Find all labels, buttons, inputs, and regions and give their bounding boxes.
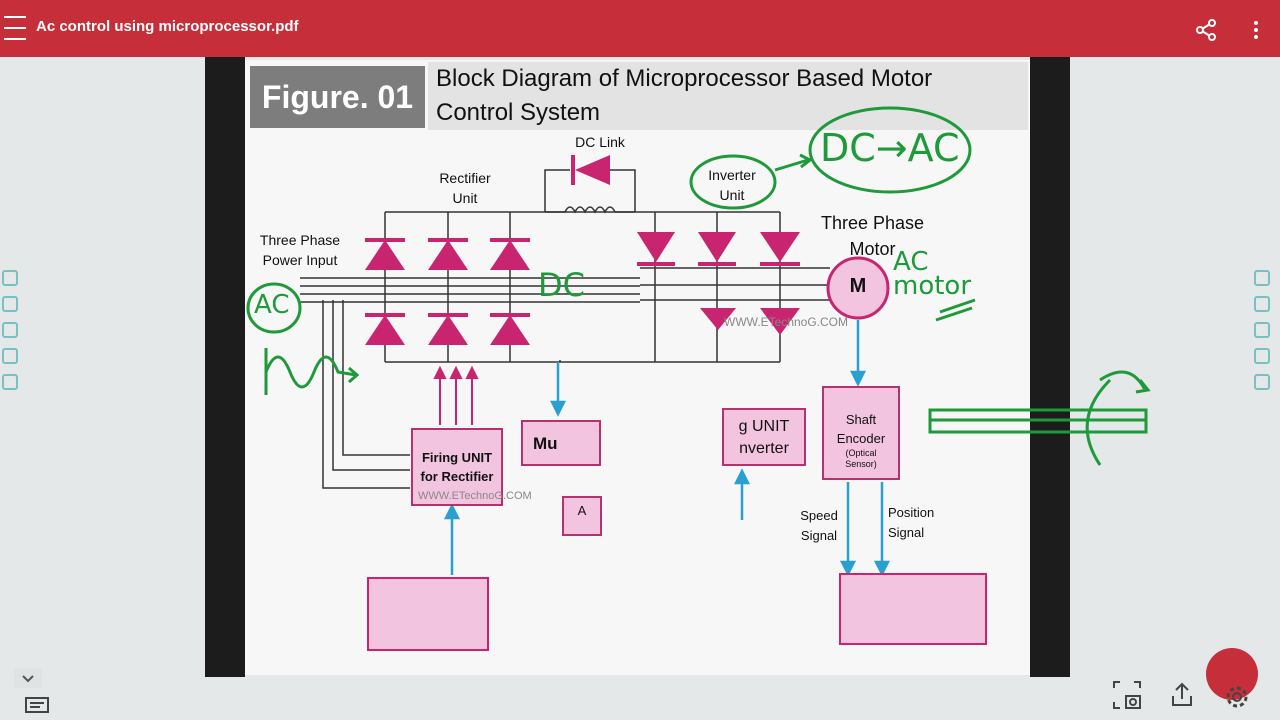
microprocessor-block-right [839, 573, 987, 645]
arrow-to-dc-ac [774, 158, 809, 172]
annotation-ac-motor: AC motor [893, 247, 972, 301]
comment-icon[interactable] [24, 696, 50, 718]
dc-link-label: DC Link [575, 134, 625, 150]
dc-link-diode [575, 155, 610, 185]
circuit-wires [300, 169, 830, 489]
more-vert-icon[interactable] [1248, 18, 1264, 42]
menu-icon[interactable] [4, 16, 26, 40]
motor-underline [935, 298, 976, 322]
rotation-arrow [1085, 370, 1151, 466]
chevron-down-icon[interactable] [14, 668, 42, 688]
thyristor [698, 232, 736, 262]
inverter-thyristors [637, 232, 800, 335]
position-signal-label: Position Signal [888, 505, 935, 540]
thyristor [700, 308, 736, 330]
pdf-page [245, 60, 1030, 675]
tool-icon[interactable] [2, 270, 18, 286]
thyristor [428, 315, 468, 345]
slide-frame-left [205, 57, 245, 677]
shaft-encoder-text: Shaft Encoder [836, 412, 886, 446]
thyristor [428, 240, 468, 270]
inverter-unit-label: Inverter Unit [708, 167, 756, 203]
firing-unit-inverter-box: g UNIT nverter [722, 408, 806, 466]
signal-arrows [443, 320, 891, 577]
thyristor [365, 240, 405, 270]
inverter-circle [689, 154, 777, 210]
watermark: WWW.ETechnoG.COM [724, 315, 849, 329]
annotation-ac: AC [254, 290, 290, 320]
microprocessor-block-left [367, 577, 489, 651]
motor-circle [826, 256, 890, 320]
optical-sensor-text: (Optical Sensor) [845, 448, 877, 469]
annotation-dc-to-ac: DC→AC [820, 126, 960, 170]
thyristor [637, 232, 675, 262]
undo-icon[interactable] [2, 348, 18, 364]
thyristor [760, 232, 800, 262]
home-icon[interactable] [1254, 322, 1270, 338]
upload-icon[interactable] [1170, 682, 1194, 708]
shaft-encoder-box: Shaft Encoder (Optical Sensor) [822, 386, 900, 480]
handwritten-annotations [246, 106, 1151, 466]
tool-icon[interactable] [1254, 270, 1270, 286]
thyristor [637, 262, 800, 266]
speed-signal-label: Speed Signal [800, 508, 838, 543]
screenshot-icon[interactable] [1112, 680, 1142, 710]
firing-arrows [433, 365, 479, 425]
gear-icon[interactable] [1224, 684, 1250, 710]
figure-title: Block Diagram of Microprocessor Based Mo… [428, 62, 1028, 130]
dc-ac-circle [808, 106, 972, 194]
pen-icon[interactable] [2, 296, 18, 312]
sine-wave [264, 348, 357, 395]
shaft-drawing [928, 408, 1148, 434]
dc-link-inductor [564, 206, 616, 214]
camera-icon[interactable] [1254, 374, 1270, 390]
watermark-2: WWW.ETechnoG.COM [418, 490, 532, 502]
undo-icon[interactable] [1254, 348, 1270, 364]
rectifier-thyristors [365, 238, 530, 345]
mu-box: Mu [521, 420, 601, 466]
power-input-label: Three Phase Power Input [259, 232, 341, 268]
thyristor [490, 240, 530, 270]
firing-unit-rectifier-box: Firing UNIT for Rectifier [411, 428, 503, 506]
camera-icon[interactable] [2, 374, 18, 390]
app-bar: Ac control using microprocessor.pdf [0, 0, 1280, 57]
figure-title-line1: Block Diagram of Microprocessor Based Mo… [436, 65, 933, 92]
document-title: Ac control using microprocessor.pdf [36, 18, 299, 35]
three-phase-motor-label: Three Phase Motor [820, 213, 925, 259]
thyristor [760, 308, 800, 335]
thyristor [490, 315, 530, 345]
motor-label: M [849, 275, 867, 297]
figure-title-line2: Control System [436, 99, 601, 126]
mu-box-text: Mu [533, 434, 558, 453]
slide-frame-right [1030, 57, 1070, 677]
ac-circle [246, 282, 302, 334]
figure-label: Figure. 01 [250, 66, 425, 128]
share-icon[interactable] [1194, 18, 1218, 42]
annotation-dc: DC [538, 266, 585, 304]
thyristor [365, 315, 405, 345]
partial-box: A [562, 496, 602, 536]
home-icon[interactable] [2, 322, 18, 338]
left-side-toolbar [2, 270, 22, 400]
right-side-toolbar [1254, 270, 1274, 400]
partial-box-text: A [577, 503, 587, 518]
rectifier-unit-label: Rectifier Unit [439, 170, 491, 206]
firing-unit-rectifier-text: Firing UNIT for Rectifier [420, 450, 494, 484]
pen-icon[interactable] [1254, 296, 1270, 312]
firing-unit-inverter-text: g UNIT nverter [738, 418, 790, 457]
